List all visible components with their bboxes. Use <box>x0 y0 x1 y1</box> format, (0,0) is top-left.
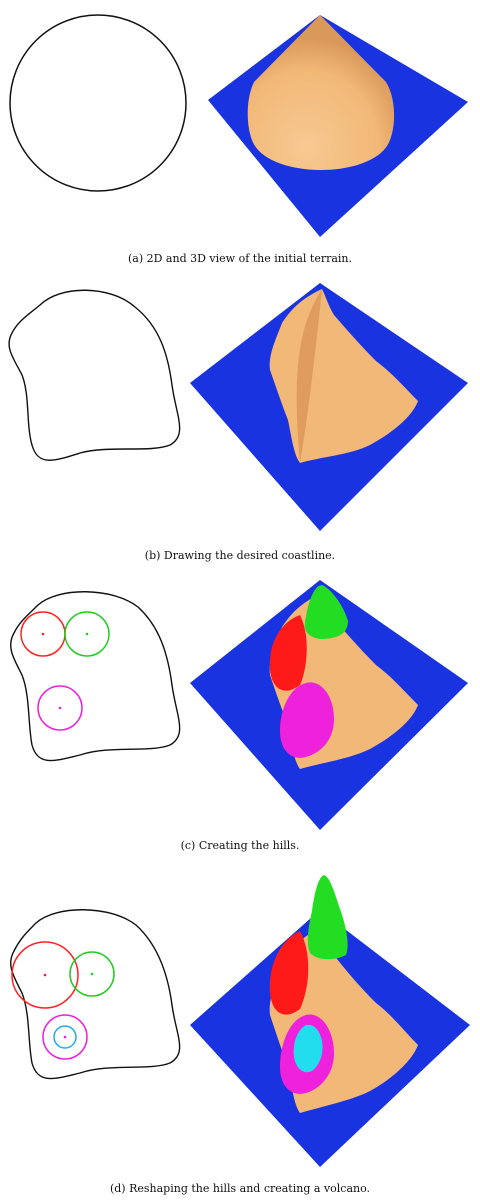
caption-b: (b) Drawing the desired coastline. <box>0 549 480 562</box>
hill-center-green <box>91 973 94 976</box>
figure-panel-a: (a) 2D and 3D view of the initial terrai… <box>0 0 480 275</box>
figure-panel-d: (d) Reshaping the hills and creating a v… <box>0 865 480 1202</box>
panel-c-graphics <box>0 575 480 835</box>
hill-center-red <box>42 633 45 636</box>
coastline-drawing <box>11 910 180 1079</box>
caption-c: (c) Creating the hills. <box>0 839 480 852</box>
caption-a: (a) 2D and 3D view of the initial terrai… <box>0 252 480 265</box>
figure-panel-b: (b) Drawing the desired coastline. <box>0 275 480 575</box>
coastline-drawing <box>9 290 180 460</box>
panel-a-graphics <box>0 0 480 245</box>
caption-d: (d) Reshaping the hills and creating a v… <box>0 1182 480 1195</box>
initial-coastline-circle <box>10 15 186 191</box>
cone-terrain <box>248 15 394 170</box>
coastline-drawing <box>11 592 180 761</box>
panel-b-graphics <box>0 275 480 547</box>
panel-d-graphics <box>0 865 480 1170</box>
hill-red <box>270 931 309 1015</box>
hill-center-green <box>86 633 89 636</box>
hill-center-red <box>44 974 47 977</box>
figure-panel-c: (c) Creating the hills. <box>0 575 480 865</box>
volcano-center <box>64 1036 67 1039</box>
hill-center-magenta <box>59 707 62 710</box>
hill-green <box>308 875 348 959</box>
